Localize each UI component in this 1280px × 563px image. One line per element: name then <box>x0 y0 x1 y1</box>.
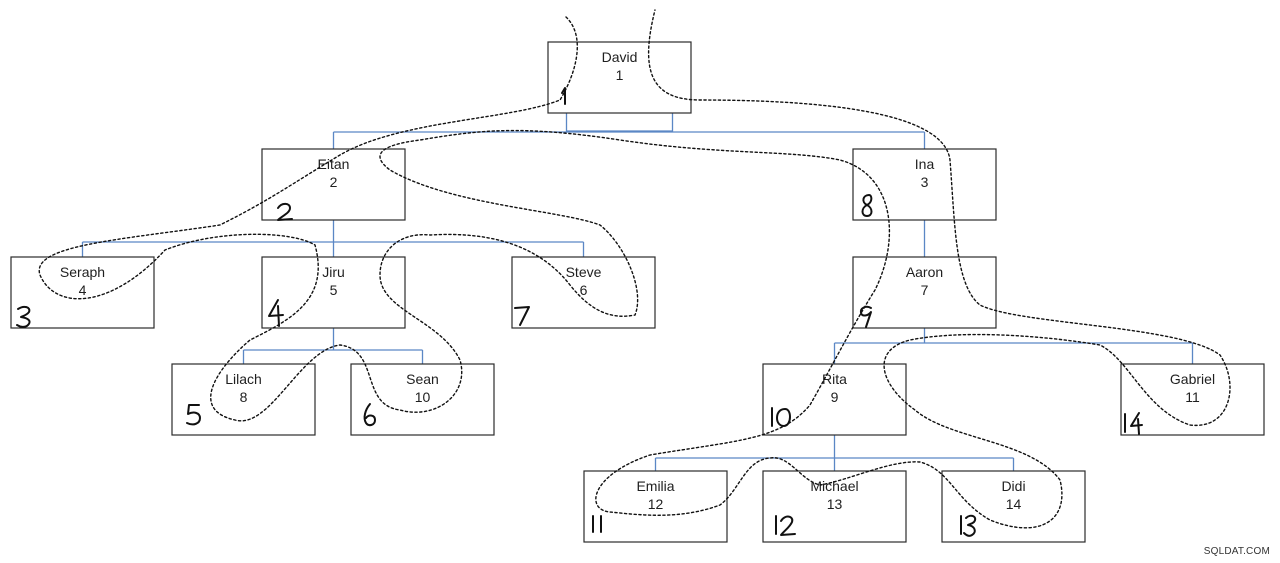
visit-mark-6 <box>363 403 376 427</box>
node-box-david <box>547 41 692 114</box>
node-box-jiru <box>261 256 406 329</box>
watermark: SQLDAT.COM <box>1203 546 1270 557</box>
visit-mark-5 <box>186 404 201 426</box>
node-name-jiru: Jiru <box>322 264 345 280</box>
visit-order-marks <box>16 87 1143 537</box>
visit-mark-9 <box>859 305 872 328</box>
traversal-dotted-path <box>38 9 1231 529</box>
visit-mark-11 <box>592 515 602 533</box>
node-name-david: David <box>602 49 638 65</box>
node-steve: Steve 6 <box>511 256 656 329</box>
node-box-seraph <box>10 256 155 329</box>
node-eitan: Eitan 2 <box>261 148 406 221</box>
node-box-gabriel <box>1120 363 1265 436</box>
node-david: David 1 <box>547 41 692 114</box>
node-id-michael: 13 <box>827 496 843 512</box>
node-name-emilia: Emilia <box>636 478 674 494</box>
node-name-sean: Sean <box>406 371 439 387</box>
node-emilia: Emilia 12 <box>583 470 728 543</box>
visit-mark-2 <box>277 202 293 221</box>
visit-mark-12 <box>775 515 796 536</box>
node-id-eitan: 2 <box>330 174 338 190</box>
visit-mark-4 <box>268 299 284 327</box>
node-name-rita: Rita <box>822 371 847 387</box>
visit-mark-8 <box>861 194 873 217</box>
node-box-aaron <box>852 256 997 329</box>
node-id-emilia: 12 <box>648 496 664 512</box>
node-gabriel: Gabriel 11 <box>1120 363 1265 436</box>
node-id-aaron: 7 <box>921 282 929 298</box>
node-id-seraph: 4 <box>79 282 87 298</box>
node-name-seraph: Seraph <box>60 264 105 280</box>
node-name-gabriel: Gabriel <box>1170 371 1215 387</box>
node-name-michael: Michael <box>810 478 858 494</box>
node-name-eitan: Eitan <box>318 156 350 172</box>
node-id-ina: 3 <box>921 174 929 190</box>
node-didi: Didi 14 <box>941 470 1086 543</box>
visit-mark-7 <box>514 306 530 326</box>
node-id-steve: 6 <box>580 282 588 298</box>
connector-lines <box>81 113 1194 471</box>
node-box-rita <box>762 363 907 436</box>
node-id-lilach: 8 <box>240 389 248 405</box>
visit-mark-1 <box>561 87 566 105</box>
node-id-gabriel: 11 <box>1185 389 1200 405</box>
node-id-sean: 10 <box>415 389 431 405</box>
node-id-rita: 9 <box>831 389 839 405</box>
node-name-lilach: Lilach <box>225 371 262 387</box>
node-id-didi: 14 <box>1006 496 1022 512</box>
node-name-steve: Steve <box>566 264 602 280</box>
visit-mark-10 <box>771 407 791 427</box>
visit-mark-14 <box>1124 412 1143 435</box>
node-rita: Rita 9 <box>762 363 907 436</box>
node-name-didi: Didi <box>1001 478 1025 494</box>
node-box-emilia <box>583 470 728 543</box>
node-seraph: Seraph 4 <box>10 256 155 329</box>
visit-mark-13 <box>960 514 977 537</box>
visit-mark-3 <box>16 305 31 328</box>
node-name-ina: Ina <box>915 156 935 172</box>
node-jiru: Jiru 5 <box>261 256 406 329</box>
node-id-david: 1 <box>616 67 624 83</box>
node-aaron: Aaron 7 <box>852 256 997 329</box>
node-name-aaron: Aaron <box>906 264 943 280</box>
node-ina: Ina 3 <box>852 148 997 221</box>
node-id-jiru: 5 <box>330 282 338 298</box>
